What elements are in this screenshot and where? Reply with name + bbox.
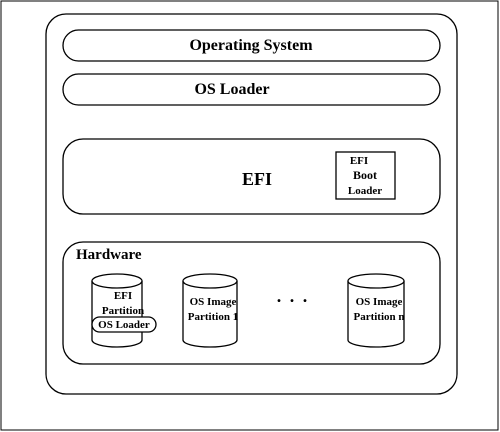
operating-system-layer	[62, 29, 441, 62]
efi-partition-disk: EFI Partition OS Loader	[91, 273, 157, 348]
os-image-partition-n-line-2: Partition n	[353, 311, 404, 323]
os-loader-layer	[62, 73, 441, 106]
os-image-partition-1-line-2: Partition 1	[188, 311, 238, 323]
efi-partition-line-2: Partition	[102, 305, 144, 317]
os-loader-badge	[91, 316, 157, 333]
os-loader-label: OS Loader	[194, 81, 269, 98]
operating-system-label: Operating System	[189, 37, 313, 54]
efi-boot-loader-line-2: Boot	[353, 168, 377, 182]
hardware-label: Hardware	[76, 247, 142, 263]
efi-partition-line-1: EFI	[114, 290, 132, 302]
efi-boot-loader-line-3: Loader	[348, 185, 382, 197]
hardware-layer	[62, 241, 441, 365]
efi-boot-loader-box	[335, 151, 396, 200]
os-image-partition-n-line-1: OS Image	[356, 296, 403, 308]
os-image-partition-n-disk: OS Image Partition n	[347, 273, 405, 348]
efi-label: EFI	[242, 169, 272, 189]
os-image-partition-1-disk: OS Image Partition 1	[182, 273, 238, 348]
ellipsis: . . .	[277, 286, 310, 306]
efi-boot-loader-line-1: EFI	[350, 155, 368, 167]
os-loader-badge-label: OS Loader	[98, 319, 150, 331]
os-image-partition-1-line-1: OS Image	[190, 296, 237, 308]
